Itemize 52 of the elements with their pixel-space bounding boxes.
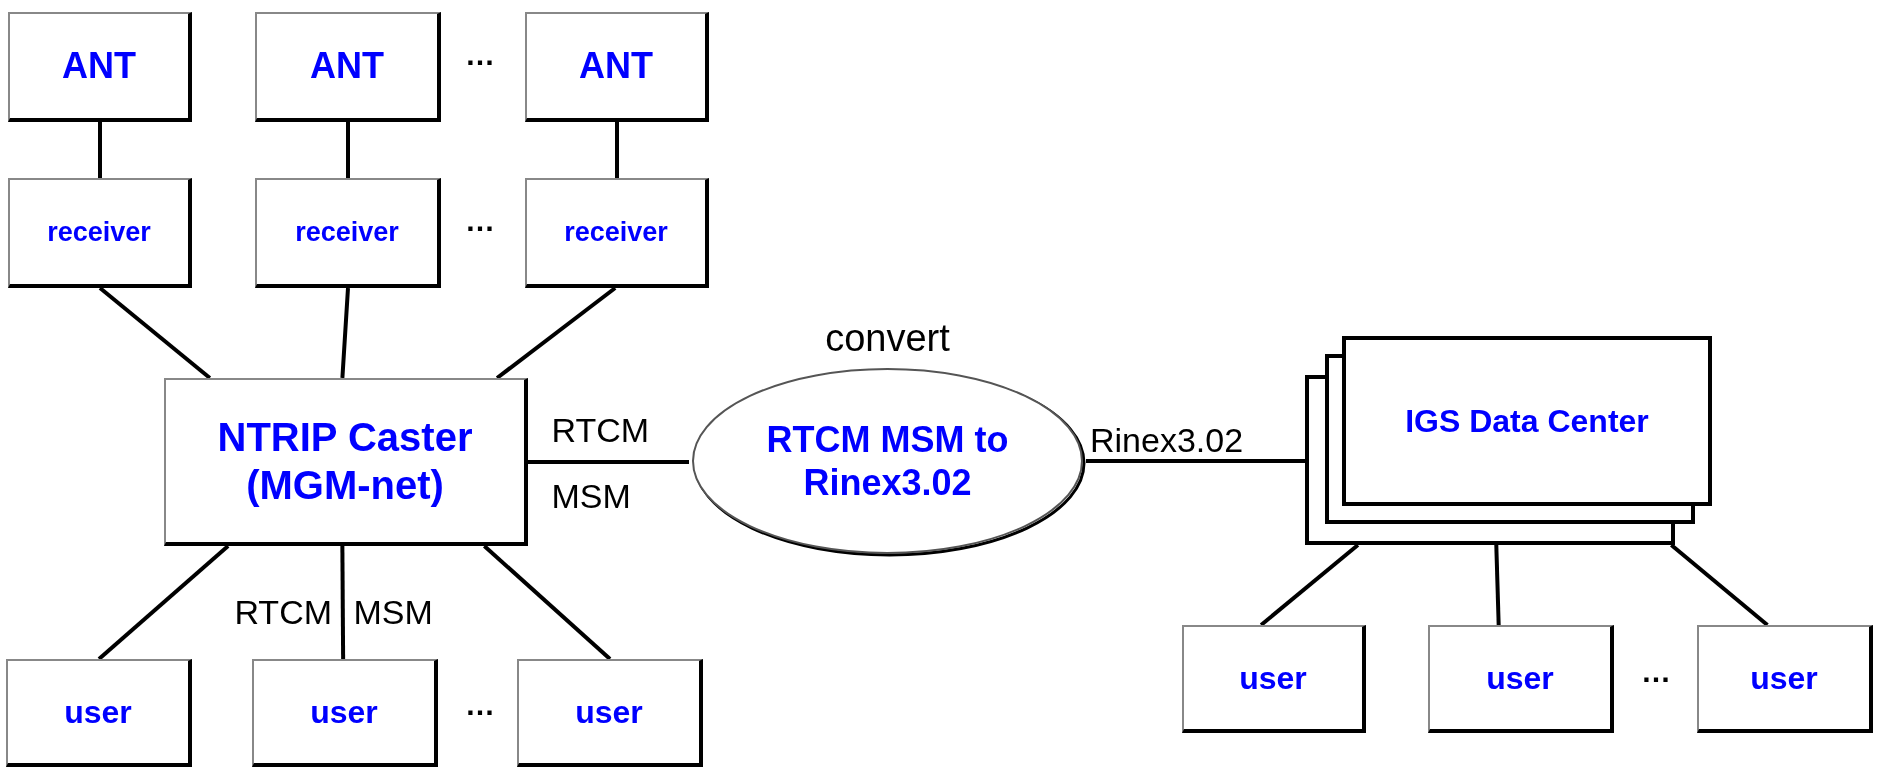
connector-line xyxy=(98,286,212,380)
process-box xyxy=(1428,625,1614,733)
box-label: ANT xyxy=(62,44,136,88)
process-box xyxy=(6,659,192,767)
edge-label: RTCM MSM xyxy=(234,593,433,632)
box-label: ANT xyxy=(310,44,384,88)
box-label: user xyxy=(64,692,132,732)
process-box xyxy=(255,12,441,122)
process-box xyxy=(8,12,192,122)
process-box xyxy=(8,178,192,288)
box-label: user xyxy=(1239,658,1307,698)
connector-line xyxy=(483,544,612,661)
connector-line xyxy=(1670,543,1769,627)
box-label: IGS Data Center xyxy=(1404,401,1650,441)
connector-line xyxy=(615,122,619,178)
process-box xyxy=(525,12,709,122)
connector-line xyxy=(340,287,350,379)
process-ellipse xyxy=(689,365,1086,557)
connector-line xyxy=(1494,544,1501,626)
connector-line xyxy=(340,546,346,659)
process-box xyxy=(252,659,438,767)
connector-line xyxy=(528,460,689,464)
connector-line xyxy=(98,122,102,178)
process-box xyxy=(164,378,528,546)
continuation-dots: … xyxy=(1641,655,1671,689)
process-box xyxy=(255,178,441,288)
edge-label: Rinex3.02 xyxy=(1090,421,1244,460)
connector-line xyxy=(1086,459,1305,463)
box-label: ANT xyxy=(579,44,653,88)
stacked-boxes xyxy=(1305,336,1712,545)
caption-text: convert xyxy=(824,317,951,360)
process-box xyxy=(1182,625,1366,733)
continuation-dots: … xyxy=(465,204,495,238)
box-label: RTCM MSM to Rinex3.02 xyxy=(765,417,1010,505)
box-label: user xyxy=(575,692,643,732)
connector-line xyxy=(1259,543,1360,627)
connector-line xyxy=(97,544,230,661)
continuation-dots: … xyxy=(465,38,495,72)
box-label: receiver xyxy=(47,215,151,249)
process-box xyxy=(517,659,703,767)
box-label: receiver xyxy=(564,215,668,249)
continuation-dots: … xyxy=(465,688,495,722)
box-label: user xyxy=(1750,658,1818,698)
box-label: NTRIP Caster (MGM-net) xyxy=(216,414,474,509)
box-label: receiver xyxy=(295,215,399,249)
connector-line xyxy=(346,122,350,178)
process-box xyxy=(525,178,709,288)
box-label: user xyxy=(1486,658,1554,698)
connector-line xyxy=(495,286,617,380)
box-label: user xyxy=(310,692,378,732)
edge-label: RTCM MSM xyxy=(551,410,651,517)
process-box xyxy=(1697,625,1873,733)
